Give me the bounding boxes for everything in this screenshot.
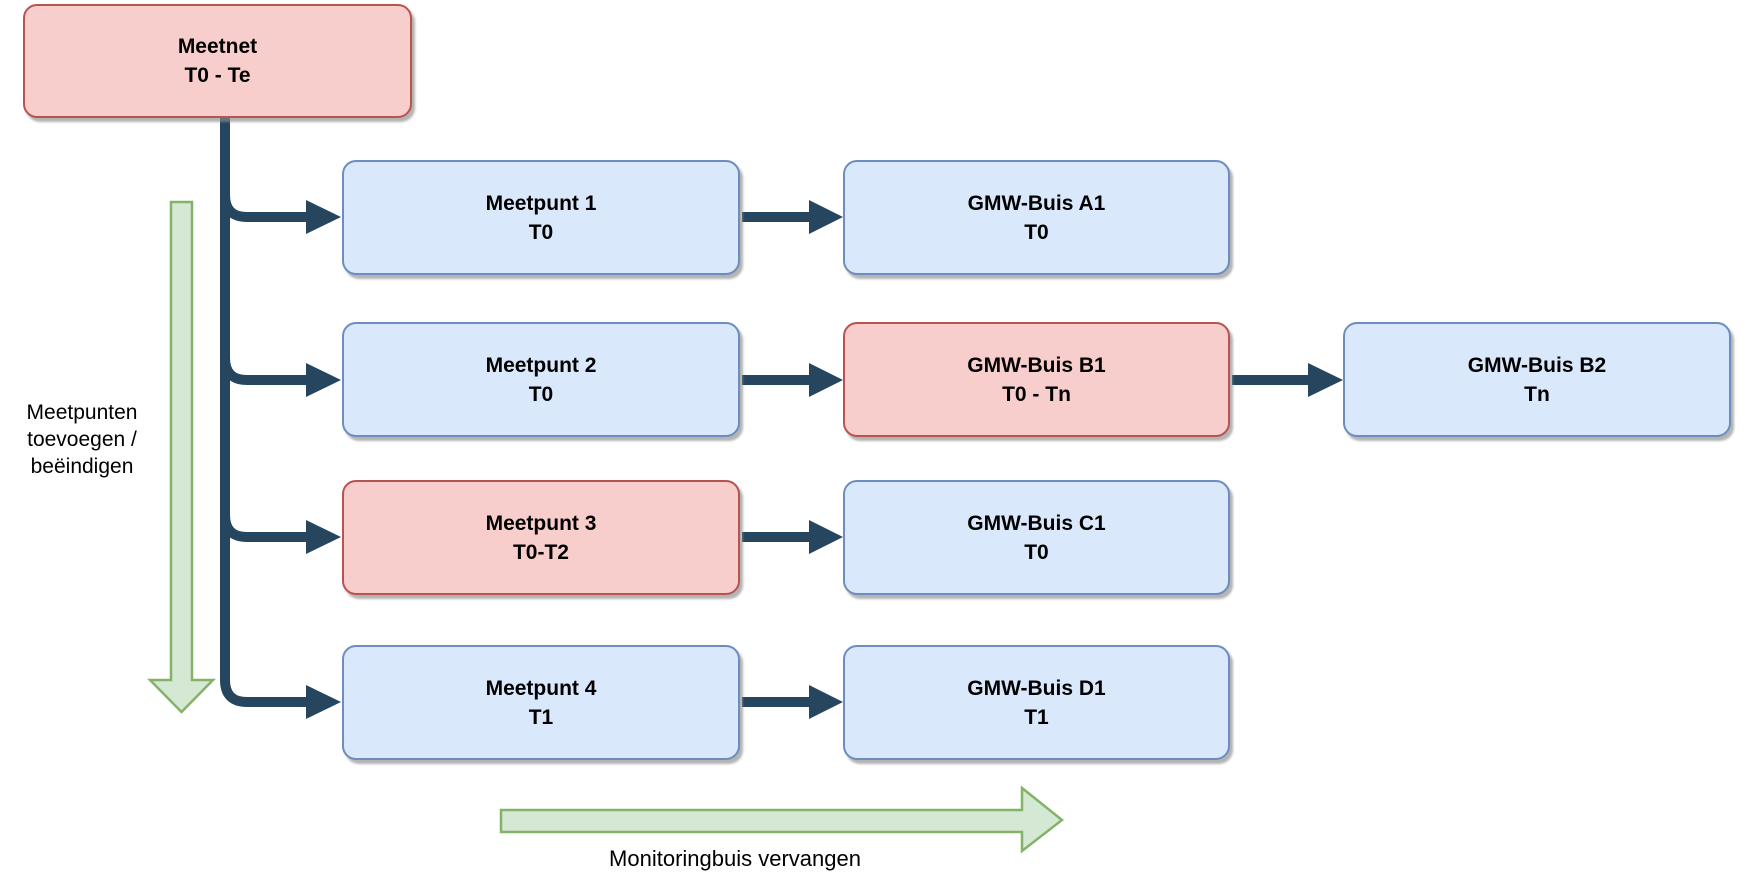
left-axis-label-line-3: beëindigen [30, 455, 134, 478]
node-gmw-buis-b2: GMW-Buis B2 Tn [1343, 322, 1731, 437]
arrowhead-gmwB1-icon [809, 363, 843, 397]
arrowhead-gmwC1-icon [809, 520, 843, 554]
arrowhead-meetpunt4-icon [306, 685, 341, 719]
replace-right-arrow-icon [499, 785, 1065, 854]
left-axis-label-line-1: Meetpunten [26, 401, 138, 424]
node-gmw-buis-b1-title: GMW-Buis B1 [967, 353, 1106, 377]
node-meetpunt-4-period: T1 [528, 705, 554, 729]
connector-meetnet-meetpunt2 [220, 117, 307, 385]
node-meetnet-period: T0 - Te [184, 64, 251, 87]
node-meetpunt-3-period: T0-T2 [512, 540, 569, 564]
node-gmw-buis-c1-title: GMW-Buis C1 [967, 511, 1106, 535]
node-meetpunt-1-period: T0 [528, 220, 554, 244]
node-meetpunt-2-period: T0 [528, 382, 554, 406]
node-gmw-buis-c1: GMW-Buis C1 T0 [843, 480, 1230, 595]
node-meetpunt-2: Meetpunt 2 T0 [342, 322, 740, 437]
arrowhead-gmwD1-icon [809, 685, 843, 719]
node-gmw-buis-b1-period: T0 - Tn [1002, 382, 1071, 406]
connector-meetnet-meetpunt4 [220, 117, 307, 707]
node-meetpunt-4: Meetpunt 4 T1 [342, 645, 740, 760]
node-meetpunt-2-title: Meetpunt 2 [485, 353, 597, 377]
node-meetpunt-3-title: Meetpunt 3 [485, 511, 597, 535]
node-meetpunt-4-title: Meetpunt 4 [485, 676, 597, 700]
node-meetnet: Meetnet T0 - Te [23, 4, 412, 118]
left-axis-label-line-2: toevoegen / [27, 428, 137, 451]
node-meetpunt-1: Meetpunt 1 T0 [342, 160, 740, 275]
node-meetnet-title: Meetnet [177, 35, 258, 58]
arrowhead-meetpunt2-icon [306, 363, 341, 397]
arrowhead-meetpunt3-icon [306, 520, 341, 554]
node-gmw-buis-b2-title: GMW-Buis B2 [1467, 353, 1607, 377]
node-meetpunt-1-title: Meetpunt 1 [485, 191, 597, 215]
node-gmw-buis-a1-period: T0 [1024, 220, 1049, 244]
node-gmw-buis-a1: GMW-Buis A1 T0 [843, 160, 1230, 275]
connector-meetnet-meetpunt3 [220, 117, 307, 542]
node-gmw-buis-b2-period: Tn [1524, 382, 1550, 406]
node-gmw-buis-a1-title: GMW-Buis A1 [967, 191, 1106, 215]
node-gmw-buis-d1: GMW-Buis D1 T1 [843, 645, 1230, 760]
arrowhead-gmwA1-icon [809, 200, 843, 234]
node-gmw-buis-d1-title: GMW-Buis D1 [967, 676, 1106, 700]
timeline-down-arrow-icon [147, 200, 216, 714]
node-meetpunt-3: Meetpunt 3 T0-T2 [342, 480, 740, 595]
left-axis-label: Meetpunten toevoegen / beëindigen [0, 399, 164, 480]
node-gmw-buis-b1: GMW-Buis B1 T0 - Tn [843, 322, 1230, 437]
node-gmw-buis-c1-period: T0 [1024, 540, 1049, 564]
connector-meetnet-meetpunt1 [220, 117, 307, 222]
node-gmw-buis-d1-period: T1 [1024, 705, 1049, 729]
arrowhead-gmwB2-icon [1308, 363, 1343, 397]
arrowhead-meetpunt1-icon [306, 200, 341, 234]
bottom-axis-label: Monitoringbuis vervangen [609, 846, 861, 871]
